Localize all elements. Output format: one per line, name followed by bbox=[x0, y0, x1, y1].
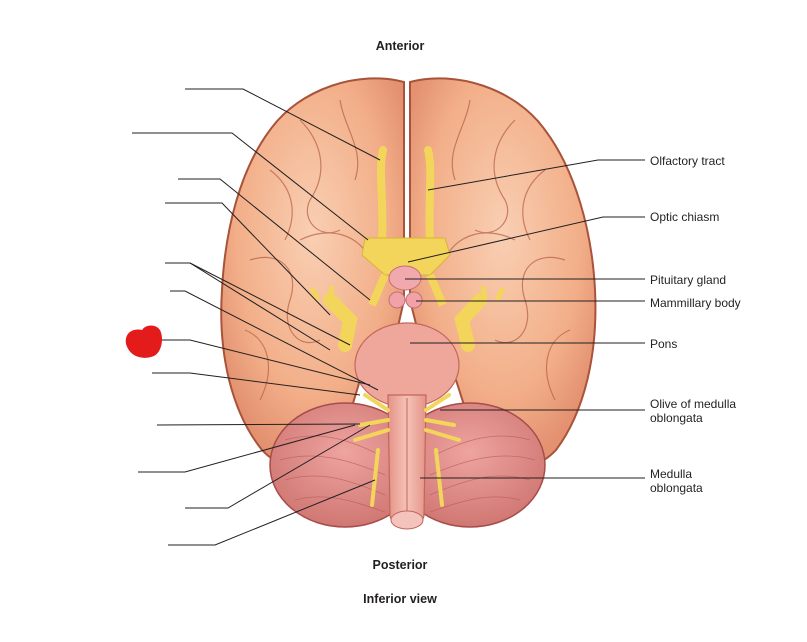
label-olive-of-medulla-oblongata: Olive of medulla oblongata bbox=[650, 397, 737, 425]
mammillary-body-right bbox=[405, 291, 423, 309]
label-olfactory-tract: Olfactory tract bbox=[650, 154, 725, 168]
olfactory-tract-left bbox=[376, 146, 387, 244]
label-mammillary-body: Mammillary body bbox=[650, 296, 741, 310]
label-optic-chiasm: Optic chiasm bbox=[650, 210, 720, 224]
view-caption: Inferior view bbox=[363, 592, 437, 606]
label-medulla-oblongata: Medulla oblongata bbox=[650, 467, 703, 495]
olfactory-tract-right bbox=[424, 146, 435, 244]
red-highlight-marker bbox=[125, 325, 162, 358]
mammillary-body-left bbox=[388, 291, 406, 309]
label-pituitary-gland: Pituitary gland bbox=[650, 273, 727, 287]
orientation-posterior-label: Posterior bbox=[372, 558, 428, 572]
pituitary-gland bbox=[388, 265, 422, 291]
label-pons: Pons bbox=[650, 337, 678, 351]
orientation-anterior-label: Anterior bbox=[375, 39, 425, 53]
